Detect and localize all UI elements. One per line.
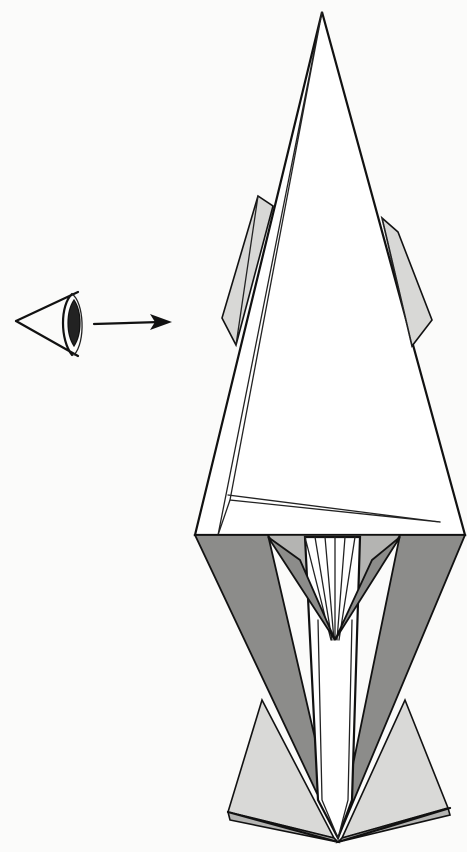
arrow-right-icon — [94, 314, 172, 330]
upper-kite — [195, 12, 465, 535]
eye-icon — [16, 292, 82, 356]
